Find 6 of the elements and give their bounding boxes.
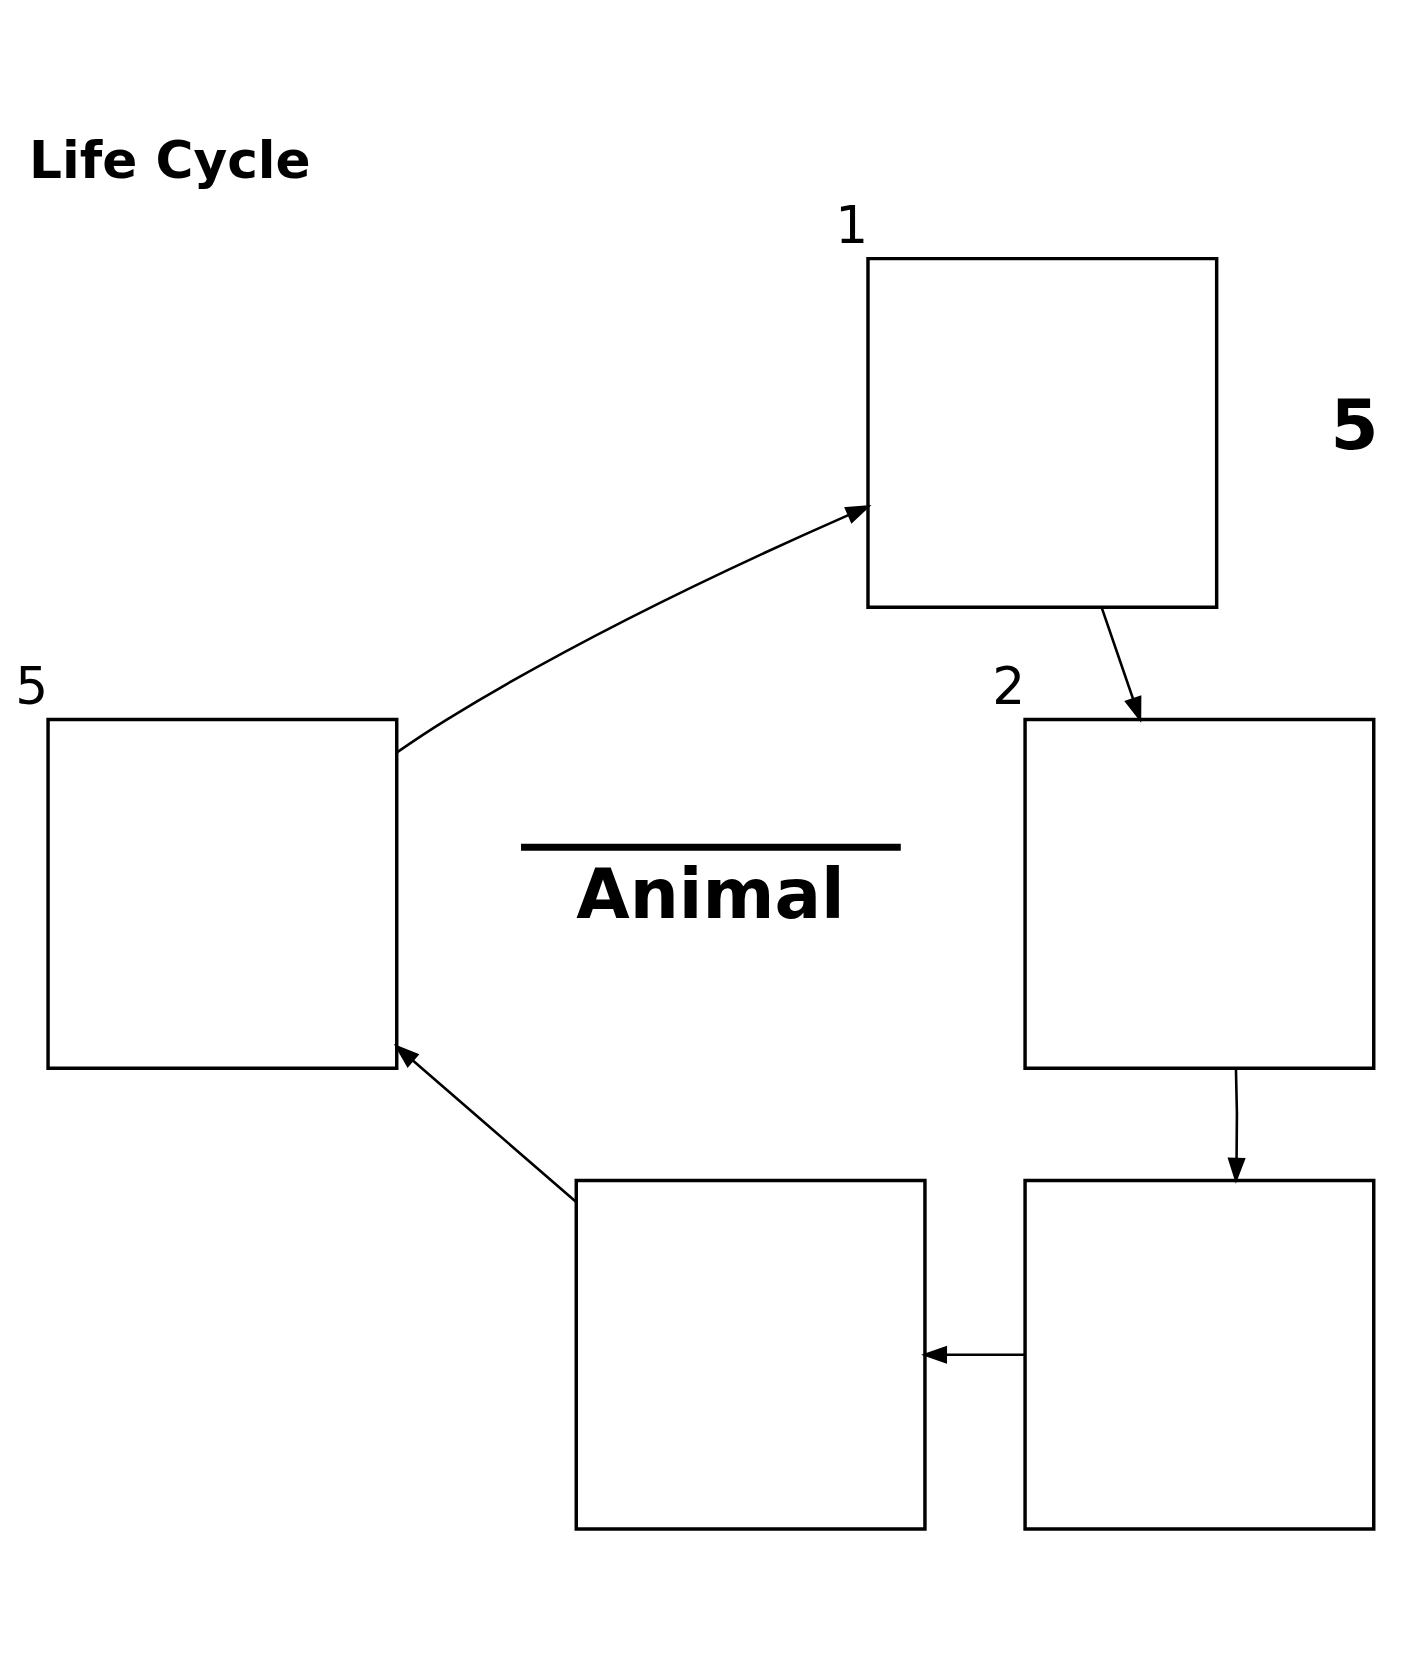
label: 5 [1330,384,1379,465]
node-label: 5 [15,655,49,716]
node-label: 2 [992,655,1026,716]
label: Animal [576,853,845,934]
diagram-title: Life Cycle [29,129,311,190]
node-label: 1 [835,194,869,255]
